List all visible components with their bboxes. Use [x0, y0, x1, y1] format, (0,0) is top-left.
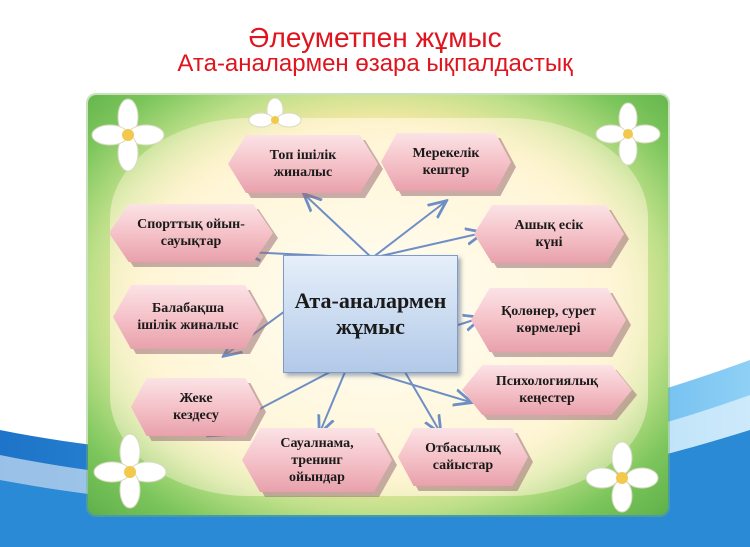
node-open-day: Ашық есік күні	[474, 205, 624, 263]
flower-decoration-top-right	[595, 102, 661, 166]
node-individual: Жеке кездесу	[131, 378, 261, 436]
node-crafts: Қолөнер, сурет көрмелері	[471, 288, 626, 352]
node-family: Отбасылық сайыстар	[398, 428, 528, 486]
node-survey: Сауалнама, тренинг ойындар	[242, 428, 392, 492]
flower-decoration-top	[248, 98, 302, 128]
node-sports: Спорттық ойын-сауықтар	[109, 204, 273, 262]
flower-decoration-bottom-right	[585, 441, 659, 513]
flower-decoration-bottom-left	[93, 433, 167, 509]
center-node: Ата-аналармен жұмыс	[283, 255, 458, 373]
slide-subtitle: Ата-аналармен өзара ықпалдастық	[177, 50, 573, 77]
slide-title: Әлеуметпен жұмыс	[248, 22, 502, 53]
node-psych: Психологиялық кеңестер	[462, 365, 632, 415]
flower-decoration-top-left	[91, 98, 165, 172]
node-top-meeting: Топ ішілік жиналыс	[228, 135, 378, 193]
node-kindergarten-meeting: Балабақша ішілік жиналыс	[113, 285, 263, 349]
node-celebrations: Мерекелік кештер	[381, 133, 511, 191]
